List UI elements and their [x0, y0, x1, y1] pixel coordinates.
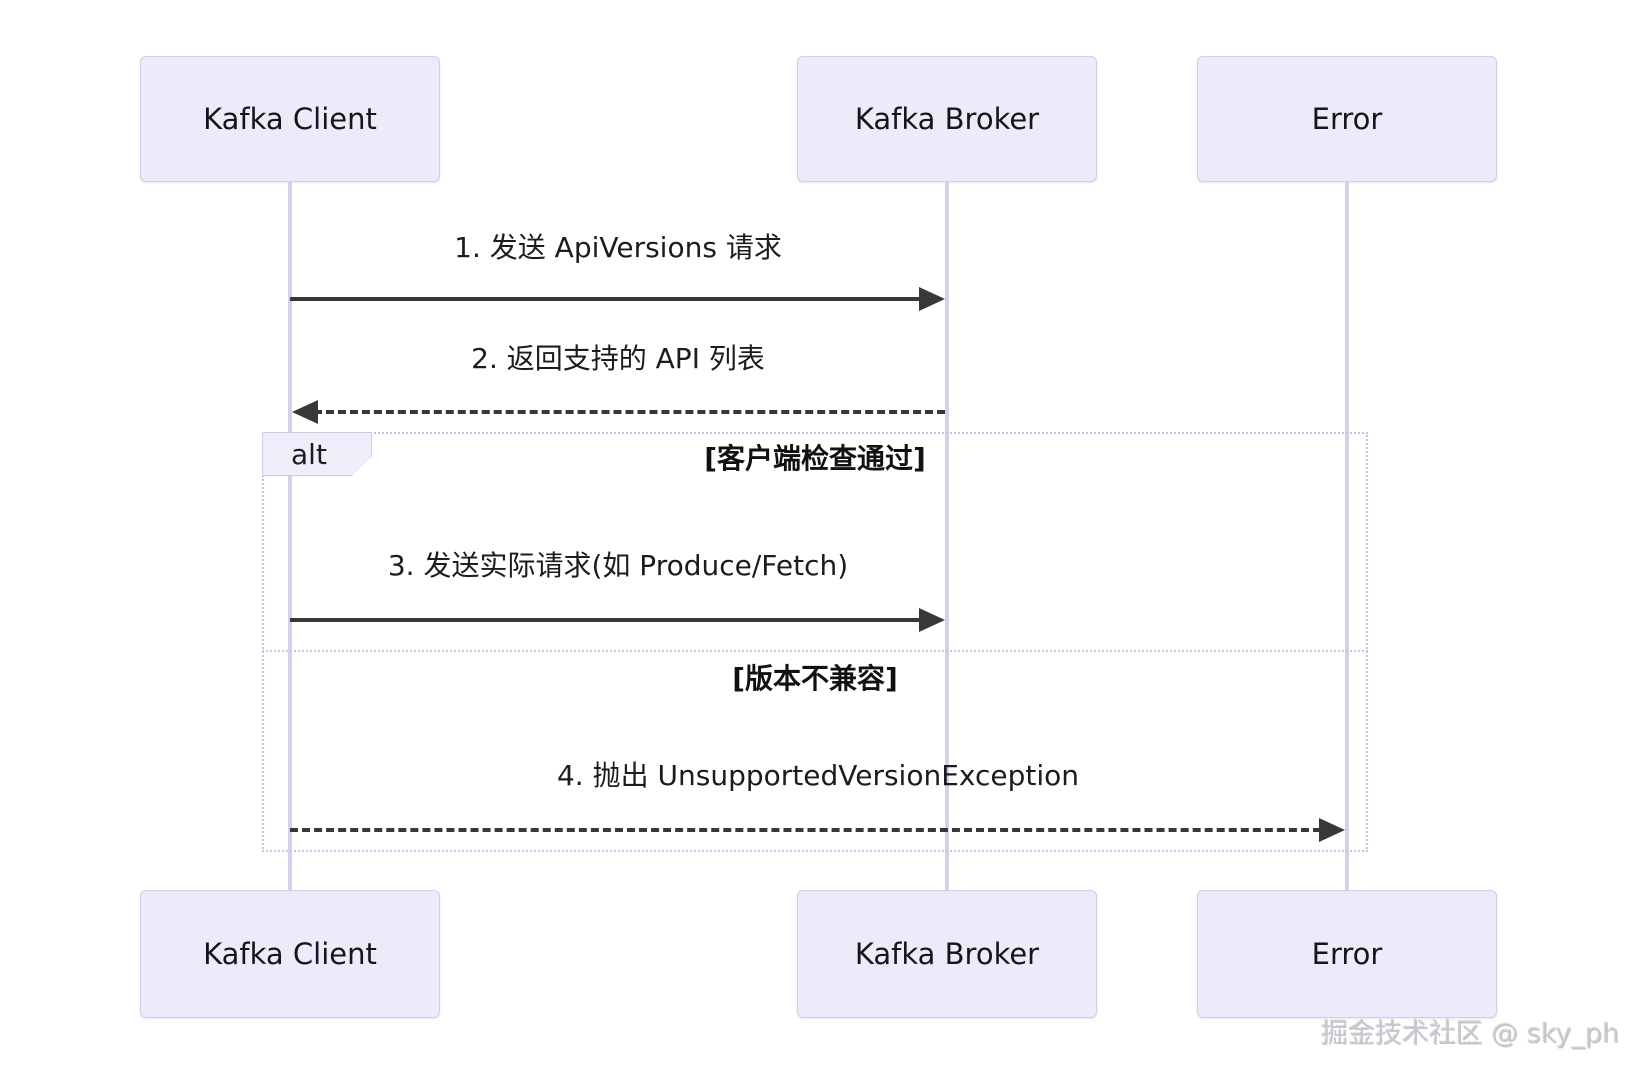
actor-label: Error [1311, 102, 1383, 136]
actor-kafka-broker-top: Kafka Broker [797, 56, 1097, 182]
lifeline-kafka-client [288, 182, 292, 890]
watermark: 掘金技术社区 @ sky_ph [1321, 1019, 1620, 1050]
message-2-line [314, 410, 945, 414]
message-2-label: 2. 返回支持的 API 列表 [471, 342, 765, 375]
alt-label: alt [262, 432, 372, 476]
actor-label: Kafka Broker [854, 102, 1040, 136]
actor-label: Kafka Broker [854, 937, 1040, 971]
actor-kafka-client-bottom: Kafka Client [140, 890, 440, 1018]
message-1-label: 1. 发送 ApiVersions 请求 [454, 231, 782, 264]
message-4-label: 4. 抛出 UnsupportedVersionException [556, 759, 1080, 792]
message-1-line [290, 297, 923, 301]
actor-error-bottom: Error [1197, 890, 1497, 1018]
lifeline-kafka-broker [945, 182, 949, 890]
message-2-arrowhead-icon [292, 400, 318, 424]
alt-section-divider [262, 650, 1368, 652]
message-1-arrowhead-icon [919, 287, 945, 311]
actor-label: Error [1311, 937, 1383, 971]
message-3-line [290, 618, 923, 622]
alt-condition-2: [版本不兼容] [732, 662, 898, 695]
lifeline-error [1345, 182, 1349, 890]
actor-kafka-client-top: Kafka Client [140, 56, 440, 182]
actor-label: Kafka Client [203, 102, 377, 136]
actor-label: Kafka Client [203, 937, 377, 971]
message-3-arrowhead-icon [919, 608, 945, 632]
alt-frame [262, 432, 1368, 852]
alt-condition-1: [客户端检查通过] [704, 442, 926, 475]
message-4-arrowhead-icon [1319, 818, 1345, 842]
actor-error-top: Error [1197, 56, 1497, 182]
actor-kafka-broker-bottom: Kafka Broker [797, 890, 1097, 1018]
alt-label-text: alt [291, 437, 327, 471]
message-4-line [290, 828, 1321, 832]
message-3-label: 3. 发送实际请求(如 Produce/Fetch) [387, 549, 849, 582]
